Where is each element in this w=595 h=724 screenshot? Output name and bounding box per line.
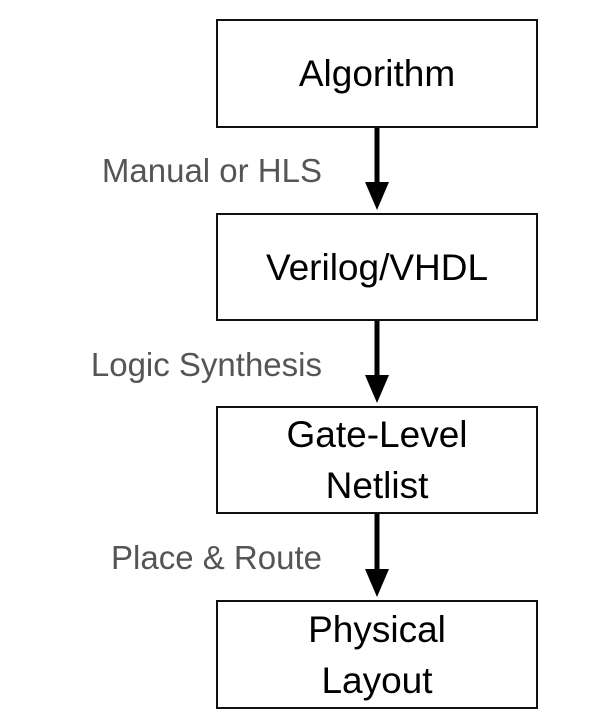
node-gate-level-netlist: Gate-Level Netlist <box>216 406 538 514</box>
node-verilog-vhdl: Verilog/VHDL <box>216 213 538 321</box>
node-algorithm: Algorithm <box>216 19 538 128</box>
arrow-3 <box>365 514 389 597</box>
node-algorithm-label: Algorithm <box>298 53 456 94</box>
node-physical-line-2: Layout <box>321 659 433 701</box>
arrow-2 <box>365 321 389 403</box>
node-netlist-line-1: Gate-Level <box>286 414 468 455</box>
node-netlist-line-2: Netlist <box>325 465 429 506</box>
edge-label-manual-or-hls: Manual or HLS <box>101 152 322 189</box>
node-verilog-vhdl-label: Verilog/VHDL <box>265 246 489 288</box>
arrow-1 <box>365 128 389 210</box>
edge-label-place-and-route: Place & Route <box>111 539 322 576</box>
node-physical-layout: Physical Layout <box>216 600 538 709</box>
edge-label-logic-synthesis: Logic Synthesis <box>90 346 322 383</box>
node-physical-line-1: Physical <box>308 608 446 650</box>
